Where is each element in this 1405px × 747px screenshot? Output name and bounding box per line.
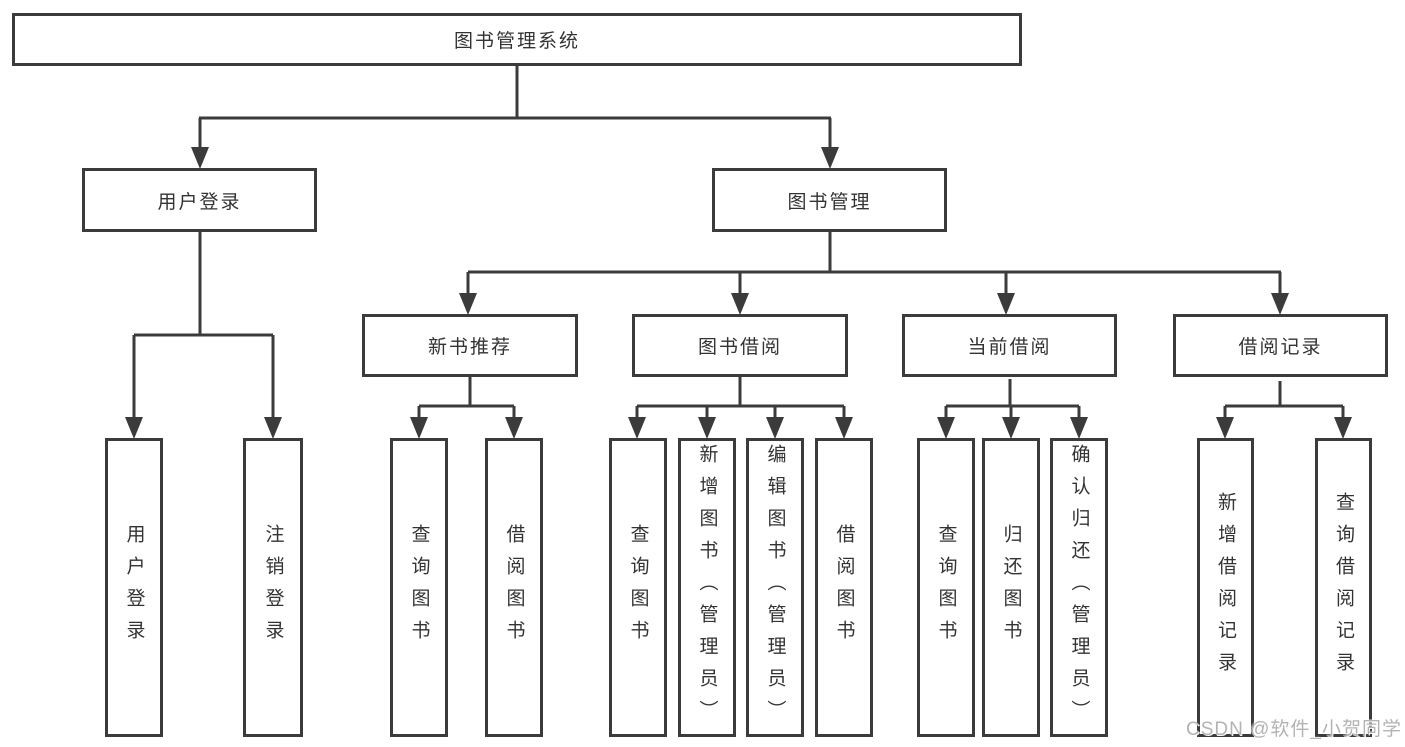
node-label: 确认归还（管理员） xyxy=(1068,443,1090,732)
node-label: 图书管理 xyxy=(787,191,872,213)
node-label: 图书管理系统 xyxy=(453,31,580,52)
leaf-confirm-return-admin: 确认归还（管理员） xyxy=(1050,438,1108,737)
node-borrow-record: 借阅记录 xyxy=(1173,314,1388,377)
node-current-borrow: 当前借阅 xyxy=(902,314,1117,377)
leaf-borrow-book-2: 借阅图书 xyxy=(815,438,873,737)
leaf-query-borrow-record: 查询借阅记录 xyxy=(1315,438,1372,737)
node-label: 查询借阅记录 xyxy=(1333,491,1354,684)
node-label: 新增图书（管理员） xyxy=(696,443,718,732)
node-label: 借阅记录 xyxy=(1238,337,1323,358)
leaf-return-book: 归还图书 xyxy=(982,438,1040,737)
node-label: 当前借阅 xyxy=(967,337,1052,358)
node-label: 借阅图书 xyxy=(833,523,855,652)
node-label: 查询图书 xyxy=(935,523,957,652)
leaf-borrow-book-1: 借阅图书 xyxy=(485,438,543,737)
node-label: 新增借阅记录 xyxy=(1215,491,1236,684)
leaf-query-book-3: 查询图书 xyxy=(917,438,975,737)
node-new-book-recommend: 新书推荐 xyxy=(362,314,578,377)
node-label: 查询图书 xyxy=(627,523,649,652)
csdn-watermark: CSDN @软件_小贺同学 xyxy=(1186,719,1402,740)
node-label: 查询图书 xyxy=(408,523,430,652)
leaf-user-login: 用户登录 xyxy=(105,438,163,737)
node-label: 编辑图书（管理员） xyxy=(764,443,786,732)
node-user-login-module: 用户登录 xyxy=(82,168,317,232)
node-label: 归还图书 xyxy=(1000,523,1022,652)
leaf-edit-book-admin: 编辑图书（管理员） xyxy=(746,438,804,737)
node-label: 用户登录 xyxy=(123,523,145,652)
leaf-add-book-admin: 新增图书（管理员） xyxy=(678,438,736,737)
node-label: 新书推荐 xyxy=(427,337,512,358)
node-root-system: 图书管理系统 xyxy=(12,13,1022,66)
leaf-query-book-2: 查询图书 xyxy=(609,438,667,737)
node-label: 用户登录 xyxy=(157,191,242,213)
leaf-query-book-1: 查询图书 xyxy=(390,438,448,737)
leaf-add-borrow-record: 新增借阅记录 xyxy=(1197,438,1254,737)
node-book-borrow: 图书借阅 xyxy=(632,314,848,377)
leaf-logout: 注销登录 xyxy=(243,438,303,737)
node-label: 借阅图书 xyxy=(503,523,525,652)
node-label: 注销登录 xyxy=(262,523,284,652)
node-label: 图书借阅 xyxy=(697,337,782,358)
node-book-management-module: 图书管理 xyxy=(712,168,947,232)
